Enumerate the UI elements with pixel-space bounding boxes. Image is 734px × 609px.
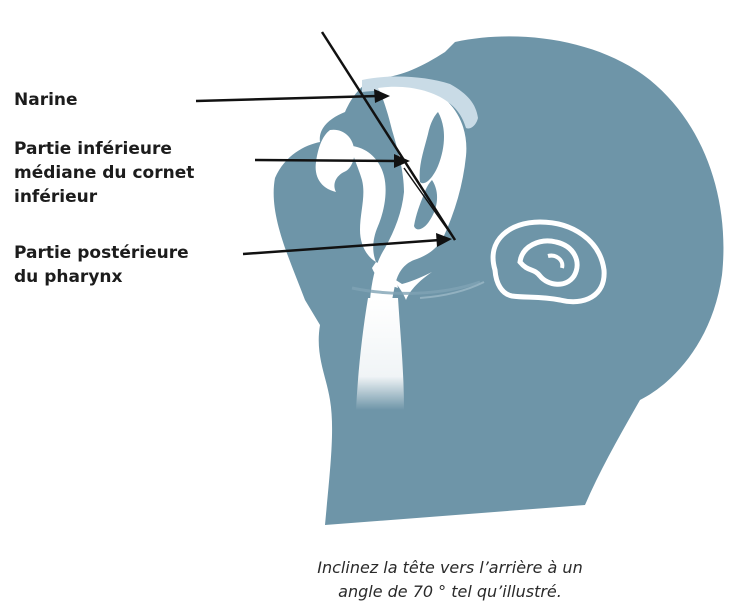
label-nostril: Narine [14, 88, 78, 112]
caption: Inclinez la tête vers l’arrière à un ang… [250, 556, 650, 604]
caption-line-2: angle de 70 ° tel qu’illustré. [250, 580, 650, 604]
label-inferior-turbinate: Partie inférieure médiane du cornet infé… [14, 137, 194, 209]
label-posterior-pharynx: Partie postérieure du pharynx [14, 241, 189, 289]
caption-line-1: Inclinez la tête vers l’arrière à un [250, 556, 650, 580]
